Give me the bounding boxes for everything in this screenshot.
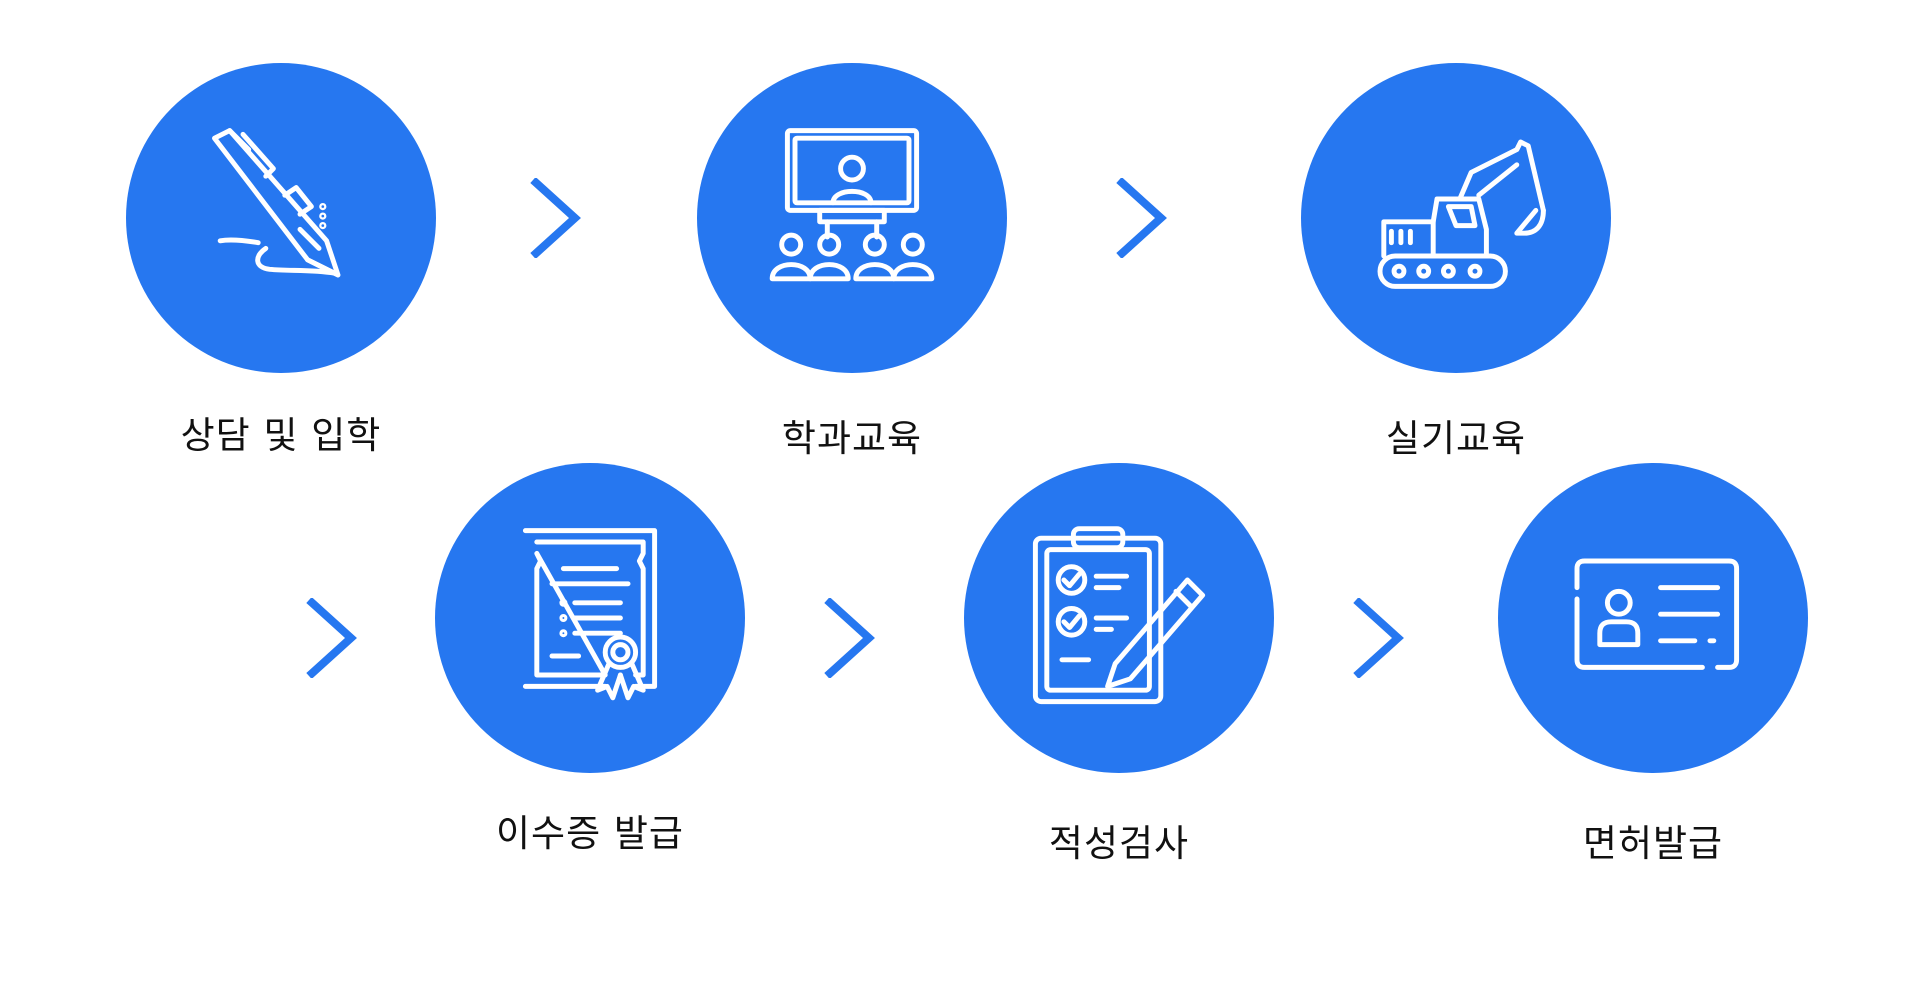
lecture-classroom-icon bbox=[769, 128, 935, 282]
step-circle bbox=[1301, 63, 1611, 373]
step-label: 면허발급 bbox=[1582, 822, 1724, 865]
clipboard-checklist-icon bbox=[1032, 526, 1206, 705]
chevron-right-icon bbox=[1116, 178, 1167, 258]
step-consultation-admission: 상담 및 입학 bbox=[126, 63, 436, 457]
step-label: 학과교육 bbox=[781, 417, 923, 460]
flow-arrow bbox=[306, 598, 366, 678]
step-label: 실기교육 bbox=[1385, 417, 1527, 460]
pen-signature-icon bbox=[212, 128, 341, 278]
flow-arrow bbox=[530, 178, 590, 258]
chevron-right-icon bbox=[1353, 598, 1404, 678]
step-theory-education: 학과교육 bbox=[697, 63, 1007, 460]
chevron-right-icon bbox=[530, 178, 581, 258]
step-label: 상담 및 입학 bbox=[180, 414, 382, 457]
step-aptitude-test: 적성검사 bbox=[964, 463, 1274, 865]
step-circle bbox=[435, 463, 745, 773]
step-completion-certificate: 이수증 발급 bbox=[435, 463, 745, 855]
step-circle bbox=[697, 63, 1007, 373]
chevron-right-icon bbox=[824, 598, 875, 678]
step-practical-training: 실기교육 bbox=[1301, 63, 1611, 460]
flow-arrow bbox=[1353, 598, 1413, 678]
flow-arrow bbox=[824, 598, 884, 678]
step-circle bbox=[964, 463, 1274, 773]
chevron-right-icon bbox=[306, 598, 357, 678]
step-circle bbox=[1498, 463, 1808, 773]
excavator-icon bbox=[1377, 139, 1546, 289]
step-label: 적성검사 bbox=[1048, 822, 1190, 865]
step-label: 이수증 발급 bbox=[496, 812, 684, 855]
certificate-icon bbox=[522, 528, 658, 701]
step-circle bbox=[126, 63, 436, 373]
step-license-issuance: 면허발급 bbox=[1498, 463, 1808, 865]
id-card-icon bbox=[1574, 558, 1740, 670]
flow-arrow bbox=[1116, 178, 1176, 258]
